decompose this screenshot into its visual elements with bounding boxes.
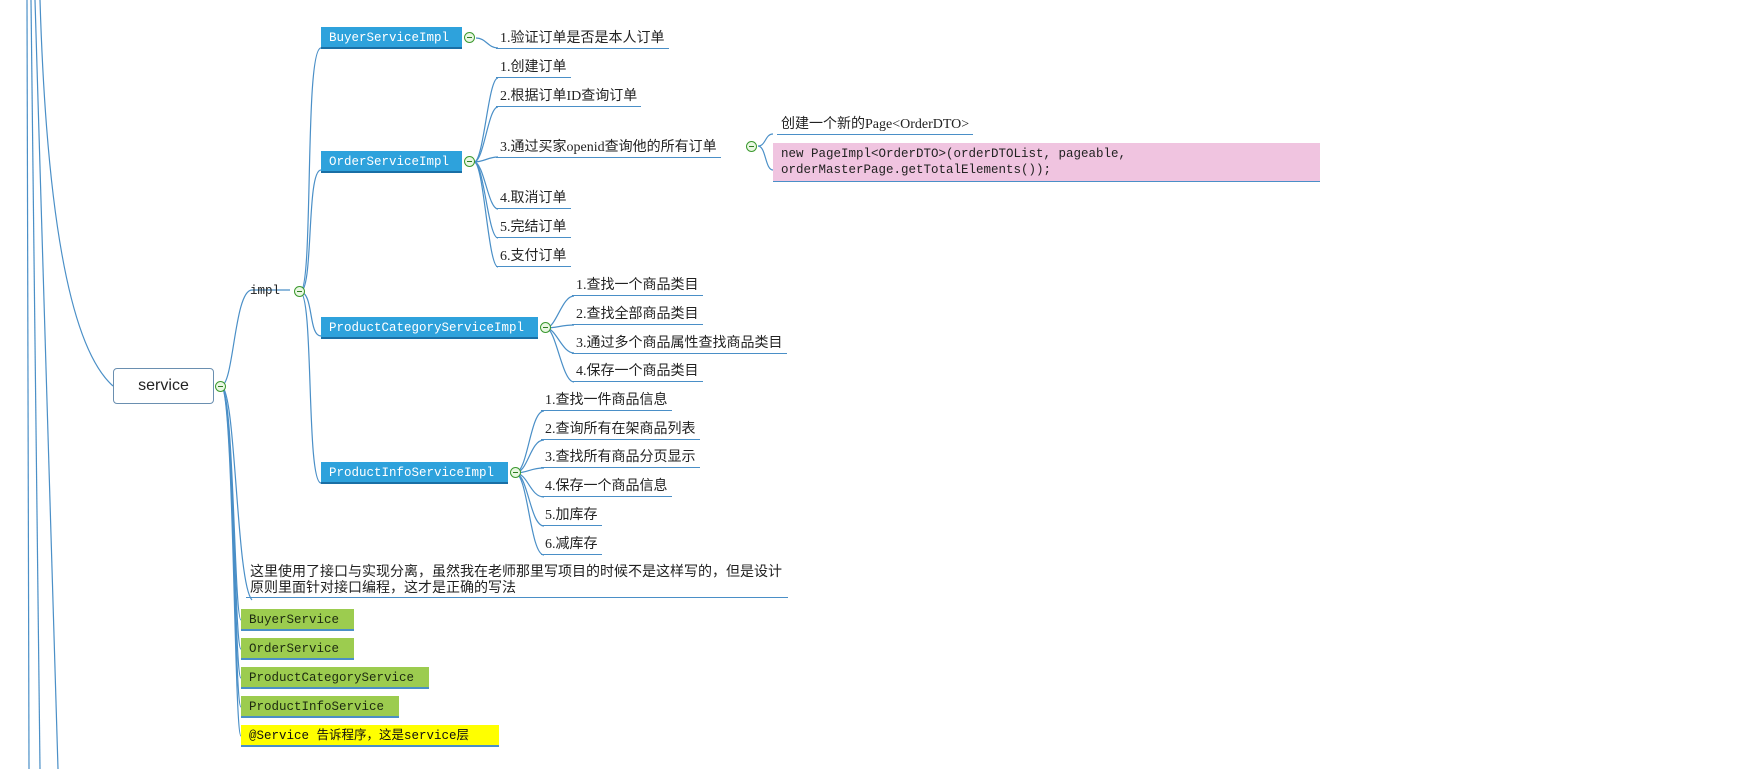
buyer-item-1[interactable]: 1.验证订单是否是本人订单 xyxy=(496,30,669,49)
page-sub-node[interactable]: 创建一个新的Page<OrderDTO> xyxy=(777,116,974,135)
product-info-service-impl-node[interactable]: ProductInfoServiceImpl xyxy=(321,462,508,484)
category-item-1[interactable]: 1.查找一个商品类目 xyxy=(572,277,703,296)
order-item-6[interactable]: 6.支付订单 xyxy=(496,248,571,267)
collapse-toggle-icon[interactable] xyxy=(540,322,551,333)
interface-product-info-service[interactable]: ProductInfoService xyxy=(241,696,399,718)
order-item-2[interactable]: 2.根据订单ID查询订单 xyxy=(496,88,642,107)
info-item-3[interactable]: 3.查找所有商品分页显示 xyxy=(541,449,700,468)
interface-order-service[interactable]: OrderService xyxy=(241,638,354,660)
category-item-2[interactable]: 2.查找全部商品类目 xyxy=(572,306,703,325)
order-item-1[interactable]: 1.创建订单 xyxy=(496,59,571,78)
code-note-node[interactable]: new PageImpl<OrderDTO>(orderDTOList, pag… xyxy=(773,143,1320,182)
design-note[interactable]: 这里使用了接口与实现分离，虽然我在老师那里写项目的时候不是这样写的，但是设计原则… xyxy=(246,565,788,598)
category-item-4[interactable]: 4.保存一个商品类目 xyxy=(572,363,703,382)
order-item-3[interactable]: 3.通过买家openid查询他的所有订单 xyxy=(496,139,721,158)
buyer-service-impl-node[interactable]: BuyerServiceImpl xyxy=(321,27,462,49)
interface-product-category-service[interactable]: ProductCategoryService xyxy=(241,667,429,689)
collapse-toggle-icon[interactable] xyxy=(215,381,226,392)
info-item-2[interactable]: 2.查询所有在架商品列表 xyxy=(541,421,700,440)
info-item-6[interactable]: 6.减库存 xyxy=(541,536,602,555)
category-item-3[interactable]: 3.通过多个商品属性查找商品类目 xyxy=(572,335,787,354)
order-service-impl-node[interactable]: OrderServiceImpl xyxy=(321,151,462,173)
order-item-4[interactable]: 4.取消订单 xyxy=(496,190,571,209)
root-node-service[interactable]: service xyxy=(113,368,214,404)
info-item-4[interactable]: 4.保存一个商品信息 xyxy=(541,478,672,497)
collapse-toggle-icon[interactable] xyxy=(510,467,521,478)
collapse-toggle-icon[interactable] xyxy=(464,32,475,43)
collapse-toggle-icon[interactable] xyxy=(294,286,305,297)
info-item-5[interactable]: 5.加库存 xyxy=(541,507,602,526)
impl-node[interactable]: impl xyxy=(250,284,281,298)
service-annotation-node[interactable]: @Service 告诉程序，这是service层 xyxy=(241,725,499,747)
collapse-toggle-icon[interactable] xyxy=(464,156,475,167)
interface-buyer-service[interactable]: BuyerService xyxy=(241,609,354,631)
order-item-5[interactable]: 5.完结订单 xyxy=(496,219,571,238)
product-category-service-impl-node[interactable]: ProductCategoryServiceImpl xyxy=(321,317,538,339)
collapse-toggle-icon[interactable] xyxy=(746,141,757,152)
info-item-1[interactable]: 1.查找一件商品信息 xyxy=(541,392,672,411)
